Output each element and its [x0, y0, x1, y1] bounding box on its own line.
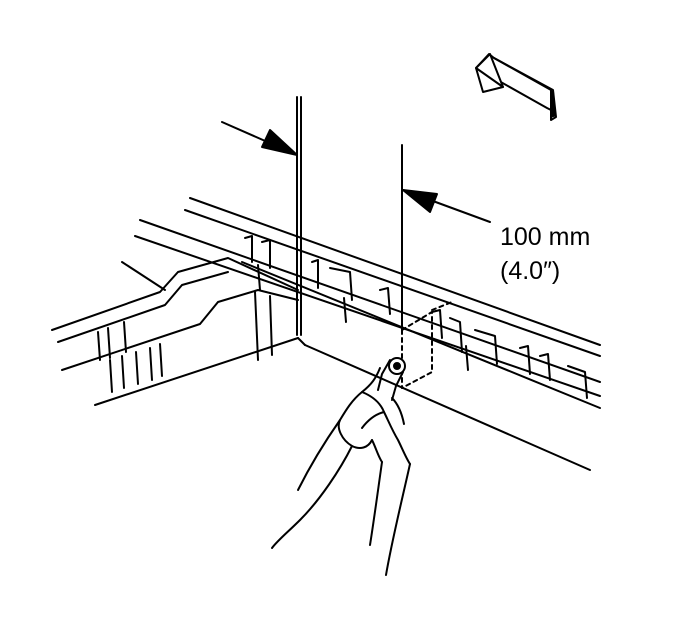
marker-pen-icon	[377, 357, 406, 401]
dimension-imperial-label: (4.0″)	[500, 257, 561, 285]
rail-flanges	[244, 235, 588, 399]
left-sill-panel	[51, 257, 299, 393]
body-frame-rails	[94, 197, 601, 471]
right-dimension-arrow-icon	[402, 189, 491, 223]
hand-illustration	[271, 367, 411, 576]
dimension-extension-lines	[296, 96, 403, 336]
left-dimension-arrow-icon	[221, 121, 298, 156]
dimension-metric-label: 100 mm	[500, 223, 591, 251]
direction-arrow-icon	[475, 53, 557, 121]
